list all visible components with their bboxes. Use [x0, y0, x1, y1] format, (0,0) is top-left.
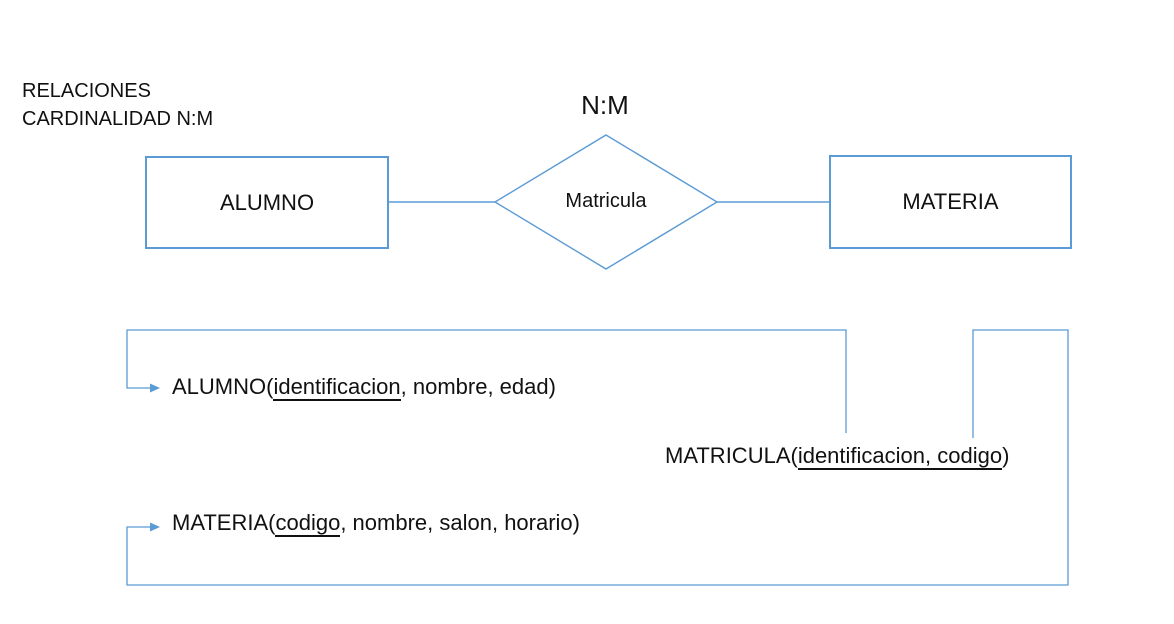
schema-matricula-suffix: ) — [1002, 443, 1010, 468]
derivation-line-materia — [126, 329, 1069, 586]
page-title-line2: CARDINALIDAD N:M — [22, 108, 214, 130]
cardinality-label: N:M — [581, 90, 629, 120]
entity-materia-label: MATERIA — [902, 189, 999, 214]
schema-alumno-prefix: ALUMNO( — [172, 374, 274, 399]
schema-matricula-primary-key: identificacion, codigo — [797, 443, 1003, 470]
arrow-right-icon — [150, 522, 160, 532]
arrow-right-icon — [150, 383, 160, 393]
schema-alumno-primary-key: identificacion — [273, 374, 401, 401]
schema-alumno: ALUMNO(identificacion, nombre, edad) — [172, 374, 556, 401]
relationship-label: Matricula — [565, 190, 647, 212]
page-title-line1: RELACIONES — [22, 80, 151, 102]
entity-alumno: ALUMNO — [145, 156, 389, 249]
schema-materia-primary-key: codigo — [275, 510, 341, 537]
derivation-line-alumno — [126, 329, 847, 433]
page-title: RELACIONES CARDINALIDAD N:M — [22, 77, 213, 133]
entity-materia: MATERIA — [829, 155, 1072, 249]
schema-matricula-prefix: MATRICULA( — [665, 443, 798, 468]
relationship-diamond — [493, 134, 719, 270]
entity-alumno-label: ALUMNO — [219, 189, 315, 215]
schema-materia-suffix: , nombre, salon, horario) — [340, 510, 580, 535]
schema-matricula: MATRICULA(identificacion, codigo) — [665, 443, 1010, 470]
schema-alumno-suffix: , nombre, edad) — [400, 374, 556, 399]
schema-materia: MATERIA(codigo, nombre, salon, horario) — [172, 510, 580, 537]
schema-materia-prefix: MATERIA( — [172, 510, 276, 535]
